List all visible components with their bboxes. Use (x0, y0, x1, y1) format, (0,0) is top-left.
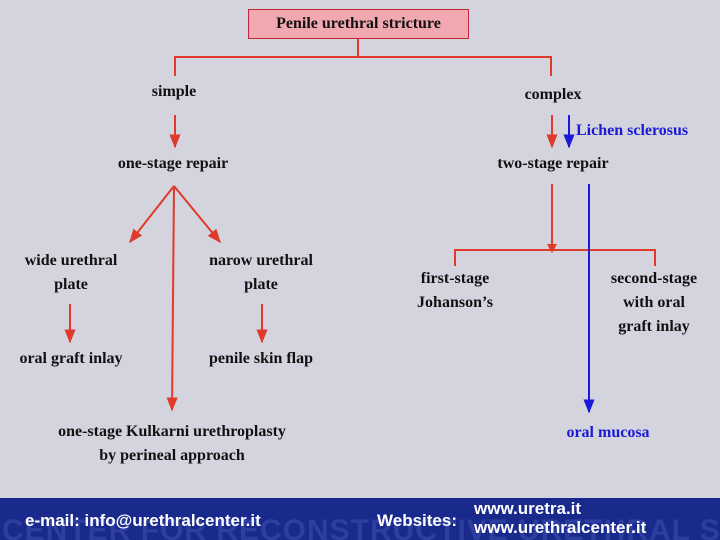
one-stage-repair-node: one-stage repair (117, 155, 229, 172)
arrow-to-wide-plate (129, 185, 175, 244)
oral-graft-inlay-node: oral graft inlay (19, 350, 123, 367)
root-node: Penile urethral stricture (248, 9, 469, 39)
second-stage-line-1: second-stage (610, 270, 698, 287)
arrow-to-kulkarni (166, 185, 178, 412)
simple-node: simple (151, 83, 197, 100)
footer-site-urethralcenter: www.urethralcenter.it (474, 518, 647, 537)
first-stage-line-1: first-stage (420, 270, 490, 287)
complex-node: complex (524, 86, 582, 103)
footer-email: e-mail: info@urethralcenter.it (25, 511, 261, 530)
first-stage-line-2: Johanson’s (417, 294, 493, 311)
footer-site-uretra: www.uretra.it (474, 499, 582, 518)
wide-urethral-plate-node: wide urethral plate (0, 249, 142, 297)
first-stage-node: first-stage Johanson’s (396, 267, 514, 315)
footer-websites-label: Websites: (377, 511, 457, 530)
narow-plate-line-1: narow urethral (209, 252, 313, 269)
second-stage-line-3: graft inlay (618, 318, 690, 335)
kulkarni-node: one-stage Kulkarni urethroplasty by peri… (17, 420, 327, 468)
narow-plate-line-2: plate (244, 276, 278, 293)
footer-bar: CENTER FOR RECONSTRUCTIVE URETHRAL SURGE… (0, 498, 720, 540)
two-stage-repair-node: two-stage repair (497, 155, 609, 172)
root-bracket (174, 39, 552, 76)
arrow-to-narow-plate (173, 185, 221, 244)
lichen-sclerosus-label: Lichen sclerosus (576, 122, 689, 139)
kulkarni-line-1: one-stage Kulkarni urethroplasty (58, 423, 286, 440)
narow-urethral-plate-node: narow urethral plate (190, 249, 332, 297)
oral-mucosa-node: oral mucosa (566, 424, 650, 441)
penile-skin-flap-node: penile skin flap (208, 350, 314, 367)
wide-plate-line-2: plate (54, 276, 88, 293)
second-stage-node: second-stage with oral graft inlay (594, 267, 714, 339)
twostage-bracket (454, 184, 656, 266)
wide-plate-line-1: wide urethral (24, 252, 118, 269)
footer-watermark: CENTER FOR RECONSTRUCTIVE URETHRAL SURGE… (2, 514, 720, 540)
second-stage-line-2: with oral (623, 294, 685, 311)
kulkarni-line-2: by perineal approach (99, 447, 245, 464)
diagram-connectors (64, 39, 656, 414)
